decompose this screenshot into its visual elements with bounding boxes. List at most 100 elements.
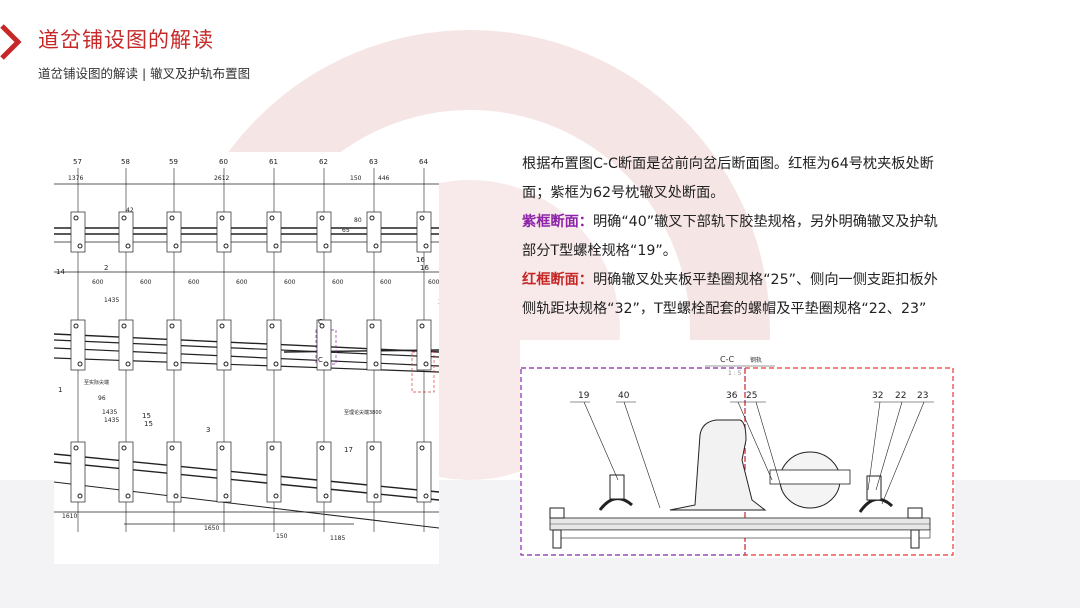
bolt-symbol	[223, 243, 229, 249]
bolt-symbol	[219, 215, 225, 221]
bolt-symbol	[73, 215, 79, 221]
bolt-symbol	[223, 493, 229, 499]
bolt-symbol	[319, 215, 325, 221]
callout-label: C	[318, 318, 323, 326]
sleeper-number-label: 57	[73, 158, 82, 166]
bolt-symbol	[423, 361, 429, 367]
section-scale: 1 : 5	[728, 370, 742, 377]
sleeper-plate	[366, 211, 382, 253]
purple-section-note: 紫框断面：明确“40”辙叉下部轨下胶垫规格，另外明确辙叉及护轨部分T型螺栓规格“…	[522, 208, 952, 266]
bolt-symbol	[273, 243, 279, 249]
bolt-symbol	[369, 323, 375, 329]
section-drawing: C-C 钢轨 1 : 5	[520, 340, 955, 558]
spacing-dimension-label: 600	[140, 279, 152, 286]
sleeper-number-label: 64	[419, 158, 428, 166]
bolt-symbol	[273, 493, 279, 499]
bolt-symbol	[423, 493, 429, 499]
dimension-label: 65	[342, 227, 350, 234]
dimension-label: 1435	[104, 297, 119, 304]
sleeper-plate	[216, 211, 232, 253]
spacing-dimension-label: 600	[92, 279, 104, 286]
sleeper-plate	[70, 441, 86, 503]
bolt-symbol	[173, 243, 179, 249]
bolt-symbol	[173, 493, 179, 499]
sleeper-plate	[166, 441, 182, 503]
bolt-symbol	[373, 243, 379, 249]
dimension-label: 1650	[204, 525, 219, 532]
dimension-label: 42	[126, 207, 134, 214]
description-text: 根据布置图C-C断面是岔前向岔后断面图。红框为64号枕夹板处断面；紫框为62号枕…	[522, 150, 952, 324]
bolt-symbol	[169, 215, 175, 221]
sleeper-plate	[118, 319, 134, 371]
sleeper-number-label: 62	[319, 158, 328, 166]
bolt-symbol	[77, 493, 83, 499]
callout-label: 14	[56, 268, 65, 276]
bolt-symbol	[121, 445, 127, 451]
bolt-symbol	[73, 323, 79, 329]
spacing-dimension-label: 600	[428, 279, 439, 286]
sleeper-plate	[70, 319, 86, 371]
bolt-symbol	[323, 361, 329, 367]
sleeper-plate	[266, 319, 282, 371]
bolt-symbol	[173, 361, 179, 367]
sleeper-plate	[70, 211, 86, 253]
section-title: C-C	[720, 355, 734, 364]
sleeper-number-label: 63	[369, 158, 378, 166]
red-section-note: 红框断面：明确辙叉处夹板平垫圈规格“25”、侧向一侧支距扣板外侧轨距块规格“32…	[522, 266, 952, 324]
spacing-dimension-label: 600	[380, 279, 392, 286]
dimension-label: 1435	[102, 409, 117, 416]
callout-label: 3	[206, 426, 210, 434]
bolt-symbol	[419, 215, 425, 221]
dimension-label: 80	[354, 217, 362, 224]
bolt-symbol	[125, 361, 131, 367]
bolt-symbol	[121, 215, 127, 221]
bolt-symbol	[73, 445, 79, 451]
sleeper-number-label: 58	[121, 158, 130, 166]
spacing-dimension-label: 600	[236, 279, 248, 286]
bolt-symbol	[419, 445, 425, 451]
bolt-symbol	[223, 361, 229, 367]
description-intro: 根据布置图C-C断面是岔前向岔后断面图。红框为64号枕夹板处断面；紫框为62号枕…	[522, 156, 934, 201]
bolt-symbol	[319, 445, 325, 451]
bolt-symbol	[169, 445, 175, 451]
bolt-symbol	[273, 361, 279, 367]
chevron-icon	[0, 24, 22, 60]
dimension-label: 2612	[214, 175, 229, 182]
bolt-symbol	[77, 243, 83, 249]
purple-section-text: 明确“40”辙叉下部轨下胶垫规格，另外明确辙叉及护轨部分T型螺栓规格“19”。	[522, 214, 938, 259]
sleeper-plate	[266, 441, 282, 503]
label-23: 23	[917, 391, 928, 401]
sleeper-plate	[166, 319, 182, 371]
section-note: 钢轨	[750, 356, 762, 364]
label-25: 25	[746, 391, 757, 401]
spacing-dimension-label: 600	[284, 279, 296, 286]
bolt-symbol	[121, 323, 127, 329]
label-36: 36	[726, 391, 738, 401]
dimension-label: 96	[98, 395, 106, 402]
dimension-label: 1435	[104, 417, 119, 424]
spacing-dimension-label: 600	[188, 279, 200, 286]
callout-label: 16	[420, 264, 429, 272]
sleeper-plate	[366, 441, 382, 503]
sleeper-plate	[118, 441, 134, 503]
red-section-text: 明确辙叉处夹板平垫圈规格“25”、侧向一侧支距扣板外侧轨距块规格“32”，T型螺…	[522, 272, 938, 317]
dimension-label: 1610	[62, 513, 77, 520]
sleeper-plate	[166, 211, 182, 253]
drawing-note: 至实际尖端	[84, 379, 109, 386]
drawing-note: 至理论尖端3800	[344, 409, 382, 416]
bolt-symbol	[319, 323, 325, 329]
page-title: 道岔铺设图的解读	[38, 28, 214, 52]
bolt-symbol	[125, 493, 131, 499]
sleeper-number-label: 60	[219, 158, 228, 166]
dimension-label: 446	[378, 175, 390, 182]
sleeper-number-label: 59	[169, 158, 178, 166]
dimension-label: 1185	[330, 535, 345, 542]
label-19: 19	[578, 391, 590, 401]
bolt-symbol	[369, 215, 375, 221]
sleeper-plate	[416, 319, 432, 371]
callout-label: 34	[438, 298, 439, 306]
dimension-label: 150	[350, 175, 362, 182]
dimension-label: 1376	[68, 175, 83, 182]
bolt-symbol	[169, 323, 175, 329]
